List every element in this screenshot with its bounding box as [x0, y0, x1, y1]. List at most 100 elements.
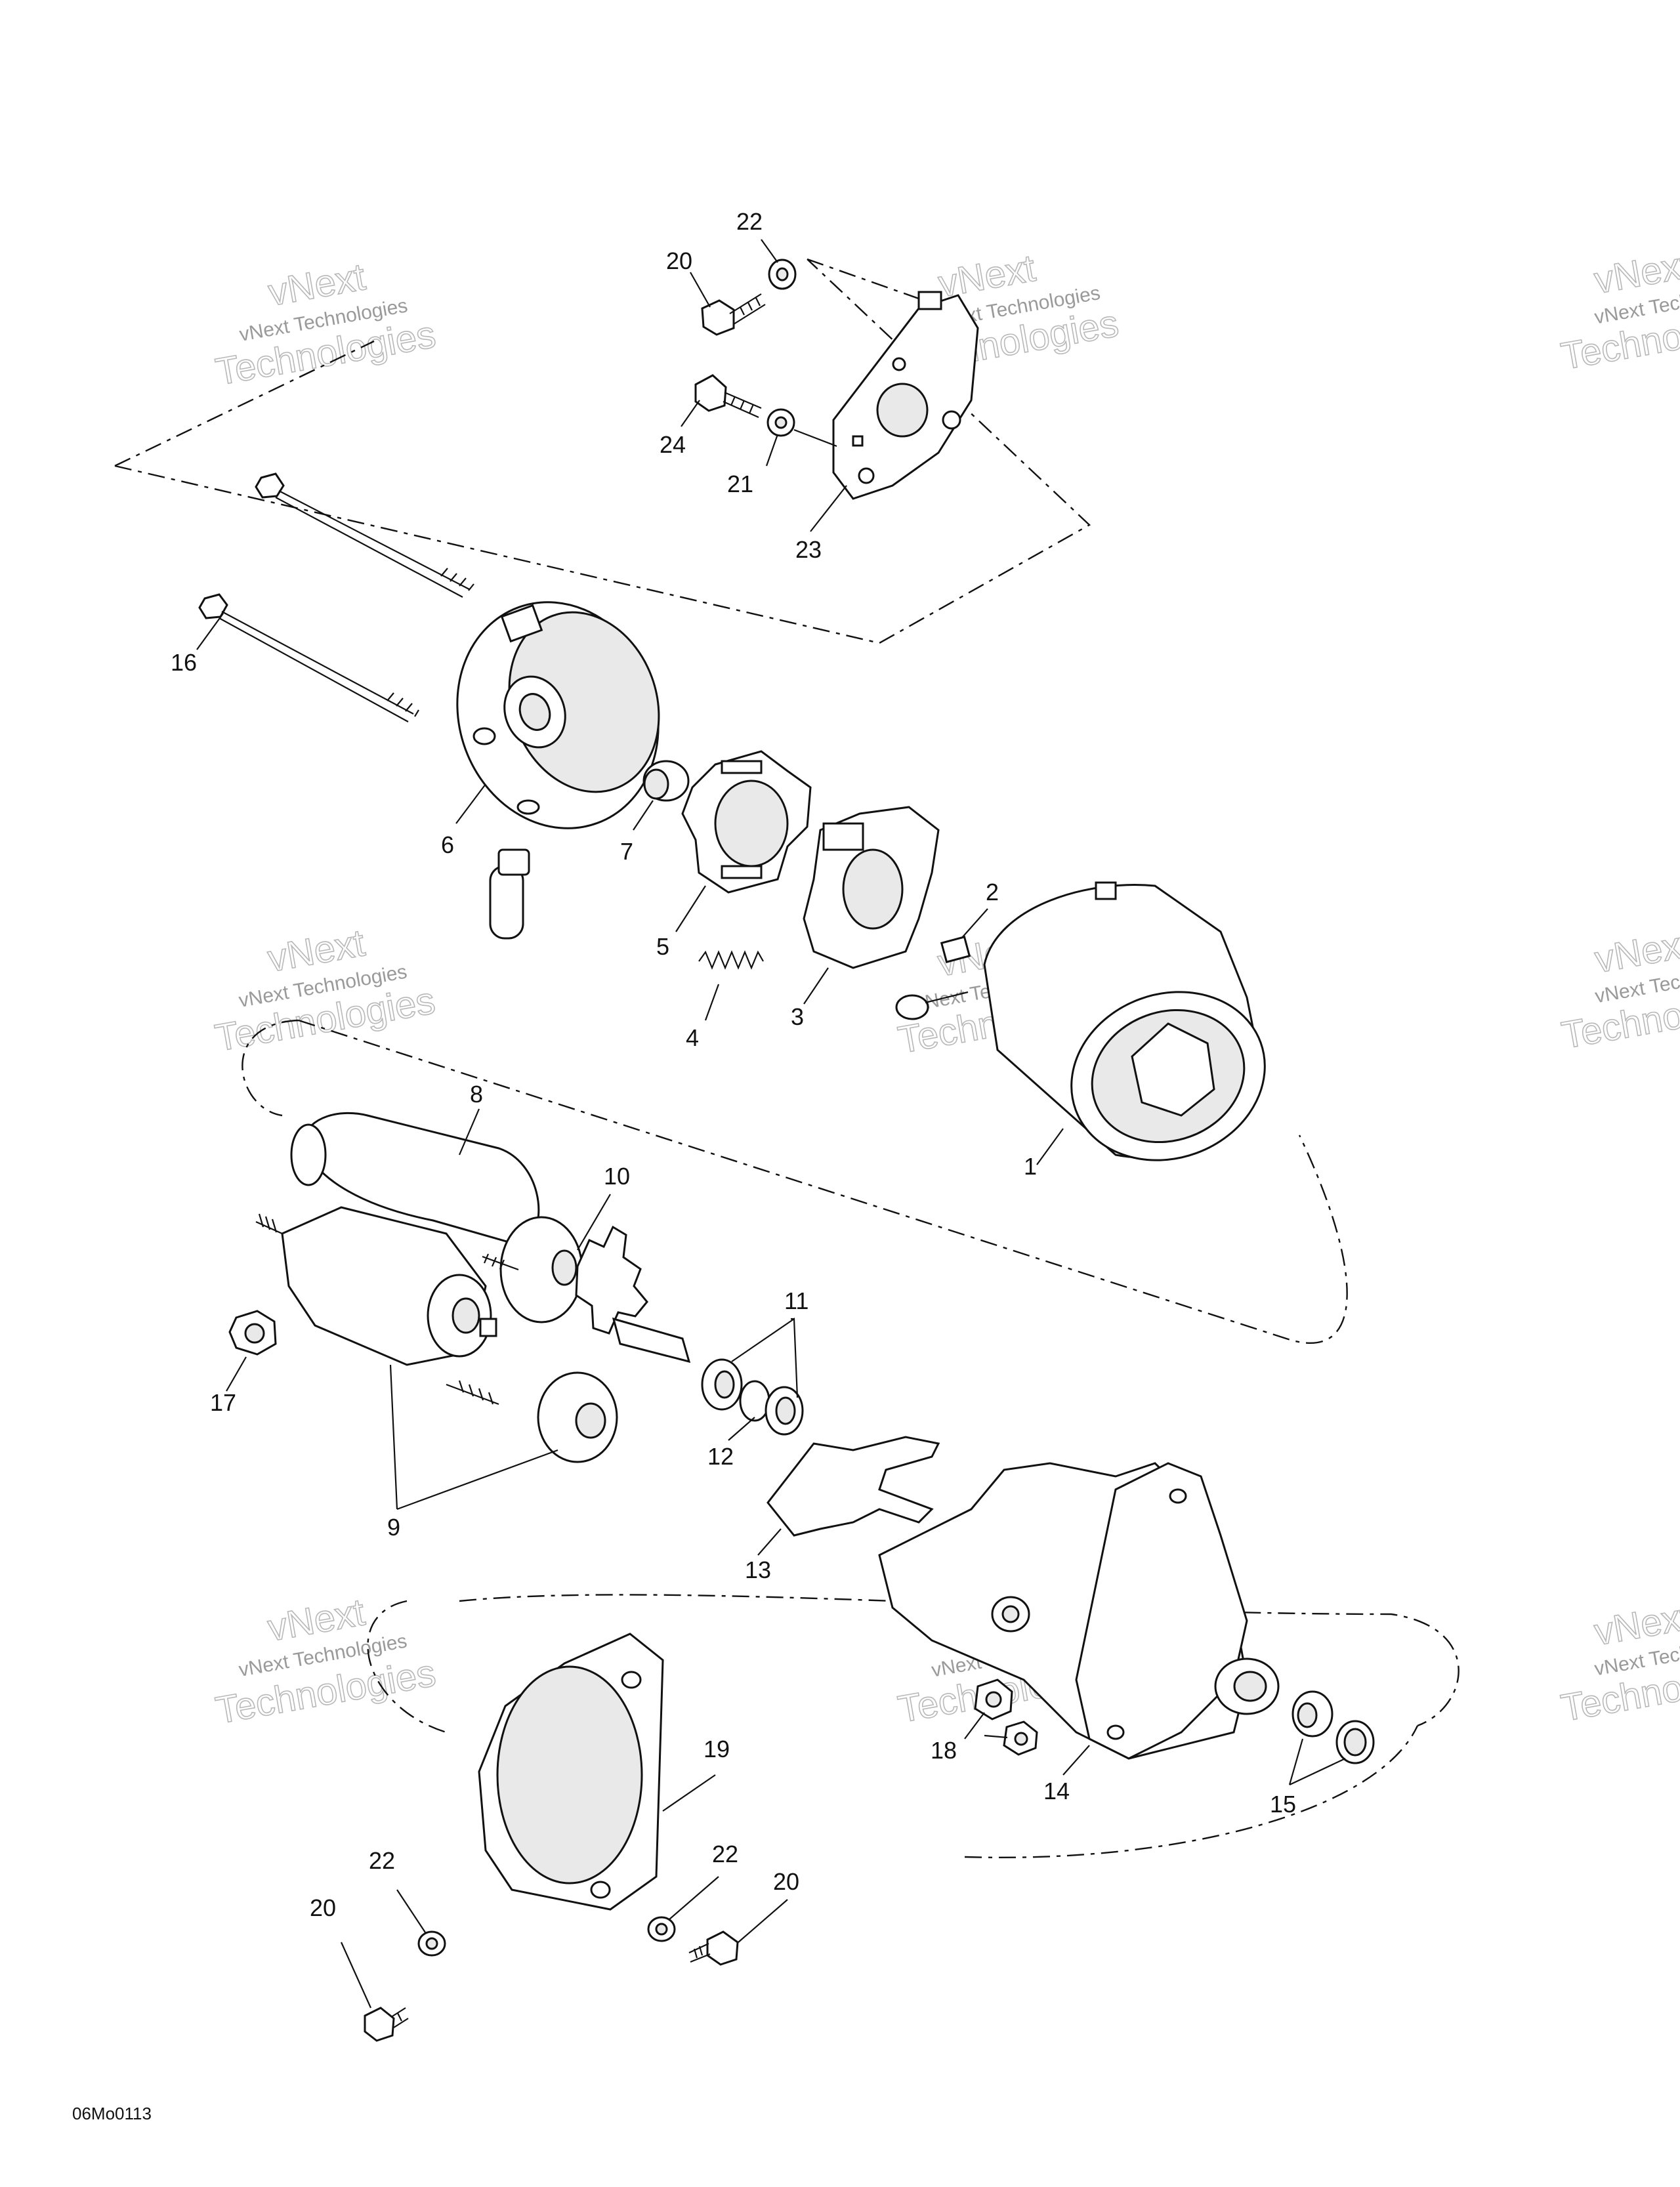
- reference-code: 06Mo0113: [72, 2104, 152, 2123]
- washer-21-hole: [774, 416, 788, 429]
- callout-20-bottom-left: 20: [310, 1894, 336, 1921]
- end-cap-hole-1: [472, 727, 496, 745]
- terminal-lead: [925, 991, 969, 1004]
- top-fasteners: [694, 259, 797, 437]
- leader-22-top: [761, 239, 778, 263]
- washer-stop-collar-hole: [714, 1370, 735, 1399]
- nose-seal-hole: [1343, 1728, 1367, 1757]
- callout-14: 14: [1043, 1778, 1070, 1804]
- bolt-shank-upper: [275, 490, 470, 598]
- solenoid-plunger-hole: [452, 1297, 480, 1334]
- brush-cap-sleeve: [489, 848, 530, 940]
- leader-12: [728, 1417, 755, 1441]
- callout-9: 9: [387, 1514, 400, 1541]
- bottom-fasteners: [364, 1916, 739, 2042]
- leader-8: [458, 1108, 480, 1156]
- leader-22-bottom-right: [669, 1876, 719, 1920]
- watermark-brand: vNext: [1591, 1595, 1680, 1654]
- callout-6: 6: [441, 831, 454, 858]
- mounting-plate-hole-bottom: [590, 1881, 611, 1899]
- nuts-part-18: [974, 1678, 1038, 1756]
- through-bolts-part-16: [198, 472, 474, 722]
- bracket-plate-square-hole: [852, 435, 864, 447]
- screw-20-bottom-right-shank: [688, 1943, 711, 1963]
- screw-24-head: [694, 374, 727, 412]
- leader-20-bottom-left: [340, 1942, 372, 2009]
- brush-holder-center: [842, 848, 904, 930]
- callout-11: 11: [784, 1287, 808, 1314]
- callout-15: 15: [1270, 1791, 1296, 1818]
- solenoid-part-9: [255, 1206, 618, 1463]
- drive-bearing-hole: [1001, 1605, 1020, 1623]
- group-outlines: [114, 258, 1460, 1858]
- pinion-hub: [551, 1249, 578, 1286]
- leader-20-top: [690, 272, 711, 308]
- callout-13: 13: [745, 1556, 771, 1583]
- armature-hex: [1131, 1022, 1215, 1117]
- leader-13: [757, 1528, 782, 1556]
- brush-holder-tab: [822, 822, 864, 851]
- drive-housing-part-14: [878, 1462, 1280, 1760]
- end-cap-bore: [518, 693, 551, 731]
- bracket-plate-hole-1: [942, 410, 961, 430]
- watermark-brand: vNext: [1591, 243, 1680, 302]
- leader-1: [1036, 1128, 1064, 1165]
- leader-lines: [196, 239, 1346, 2009]
- callout-20-bottom-right: 20: [773, 1868, 799, 1895]
- end-cap-tab: [500, 604, 543, 643]
- screw-20-bottom-left-head: [364, 2007, 395, 2042]
- watermark-brand: vNext: [1592, 923, 1680, 982]
- callout-5: 5: [656, 933, 669, 960]
- callout-1: 1: [1024, 1153, 1037, 1180]
- pinion-gear: [575, 1225, 648, 1335]
- terminal-ring: [895, 994, 929, 1020]
- leader-15: [1288, 1738, 1346, 1785]
- bolt-head-upper: [255, 472, 285, 499]
- leader-21: [765, 428, 837, 467]
- callout-16: 16: [171, 649, 197, 676]
- washer-22-top-hole: [776, 267, 789, 281]
- callout-22-bottom-left: 22: [369, 1847, 395, 1874]
- bushing-part-7: [642, 760, 690, 802]
- sleeve-body: [489, 865, 524, 940]
- callout-12: 12: [707, 1443, 734, 1470]
- callout-10: 10: [604, 1163, 630, 1190]
- nose-bushing-part-15: [1292, 1690, 1375, 1764]
- screw-20-bottom-left-shank: [390, 2007, 409, 2028]
- mounting-plate-opening: [496, 1665, 643, 1885]
- leader-4: [704, 984, 720, 1021]
- brush-block: [940, 936, 971, 963]
- bracket-plate-hole-2: [858, 467, 875, 484]
- drive-mount-hole-1: [1169, 1488, 1187, 1504]
- callout-22-top: 22: [736, 208, 763, 235]
- callout-3: 3: [791, 1003, 804, 1030]
- washer-22-bottom-right-hole: [655, 1923, 668, 1936]
- callout-21: 21: [727, 470, 753, 497]
- drive-mount-hole-2: [1106, 1724, 1125, 1740]
- brush-plate-part-5: [681, 750, 812, 894]
- brush-plate-center: [714, 780, 789, 867]
- callout-8: 8: [470, 1081, 483, 1108]
- watermark-1: vNext vNext Technologies Technologies: [212, 255, 439, 394]
- watermark-6: vNext vNext Technologies Technologies: [1558, 922, 1680, 1058]
- brush-plate-slot-2: [721, 865, 763, 879]
- shift-fork-body: [766, 1436, 940, 1537]
- leader-5: [675, 885, 706, 932]
- nut-part-17: [228, 1310, 277, 1356]
- leader-10: [577, 1194, 611, 1251]
- drive-nose-bore: [1233, 1671, 1267, 1702]
- solenoid-stud-right: [446, 1380, 499, 1406]
- yoke-part-8: [290, 1112, 540, 1248]
- screw-20-top-shank: [729, 293, 766, 325]
- nut-18a-hole: [985, 1691, 1002, 1708]
- screw-20-top-head: [701, 299, 735, 336]
- callout-7: 7: [620, 838, 633, 865]
- end-cap-hole-2: [516, 799, 540, 815]
- shift-fork-part-13: [766, 1436, 940, 1537]
- bracket-plate-part-23: [832, 291, 979, 500]
- yoke-body: [301, 1112, 540, 1248]
- pinion-spline: [482, 1253, 519, 1271]
- leader-14: [1062, 1745, 1090, 1776]
- watermark-9: vNext vNext Technologies Technologies: [1557, 1594, 1680, 1730]
